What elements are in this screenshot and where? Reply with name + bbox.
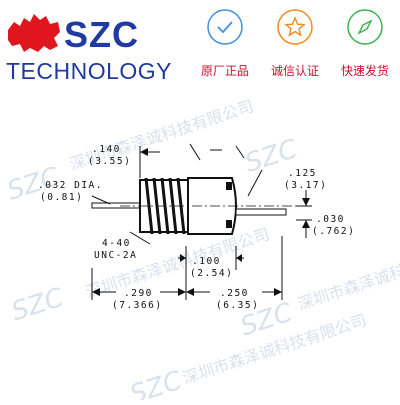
dim-250-in: .250: [220, 288, 249, 299]
watermark-text: 深圳市森泽诚科技有限公司: [295, 236, 400, 313]
brand-full-name: TECHNOLOGY: [6, 58, 173, 84]
dim-290-mm: (7.366): [112, 300, 163, 311]
dim-250-mm: (6.35): [216, 300, 259, 311]
badge-genuine: 原厂正品: [195, 8, 255, 79]
dim-125-mm: (3.17): [284, 180, 327, 191]
component-drawing: [91, 177, 300, 235]
badge-certified: 诚信认证: [265, 8, 325, 79]
dim-100-mm: (2.54): [190, 268, 233, 279]
dim-030-in: .030: [316, 214, 345, 225]
dim-125-in: .125: [288, 168, 317, 179]
badge-label: 快速发货: [340, 64, 389, 78]
dim-140-mm: (3.55): [88, 156, 131, 167]
dimension-labels: .140 (3.55) .125 (3.17) .032 DIA. (0.81)…: [38, 144, 355, 311]
dimension-arrows: [92, 148, 310, 296]
dim-140-in: .140: [92, 144, 121, 155]
dim-100-in: .100: [192, 256, 221, 267]
thread-spec-1: 4-40: [102, 238, 131, 249]
dim-030-mm: (.762): [312, 226, 355, 237]
dim-032-mm: (0.81): [40, 192, 83, 203]
badge-label: 诚信认证: [270, 64, 319, 78]
watermark-logo: SZC: [126, 365, 186, 400]
compass-icon: [347, 9, 383, 45]
brand-short-logo: SZC: [64, 14, 139, 55]
dim-032-in: .032 DIA.: [38, 180, 103, 191]
badge-label: 原厂正品: [200, 64, 249, 78]
thread-spec-2: UNC-2A: [94, 250, 137, 261]
logo-map-icon: [8, 14, 60, 52]
dim-290-in: .290: [124, 288, 153, 299]
check-icon: [207, 9, 243, 45]
star-icon: [277, 9, 313, 45]
badge-fast-shipping: 快速发货: [335, 8, 395, 79]
watermark-logo: SZC: [8, 282, 68, 327]
watermark: SZC 深圳市森泽诚科技有限公司 SZC 深圳市森泽诚科技有限公司 深圳市森泽诚…: [4, 96, 400, 405]
